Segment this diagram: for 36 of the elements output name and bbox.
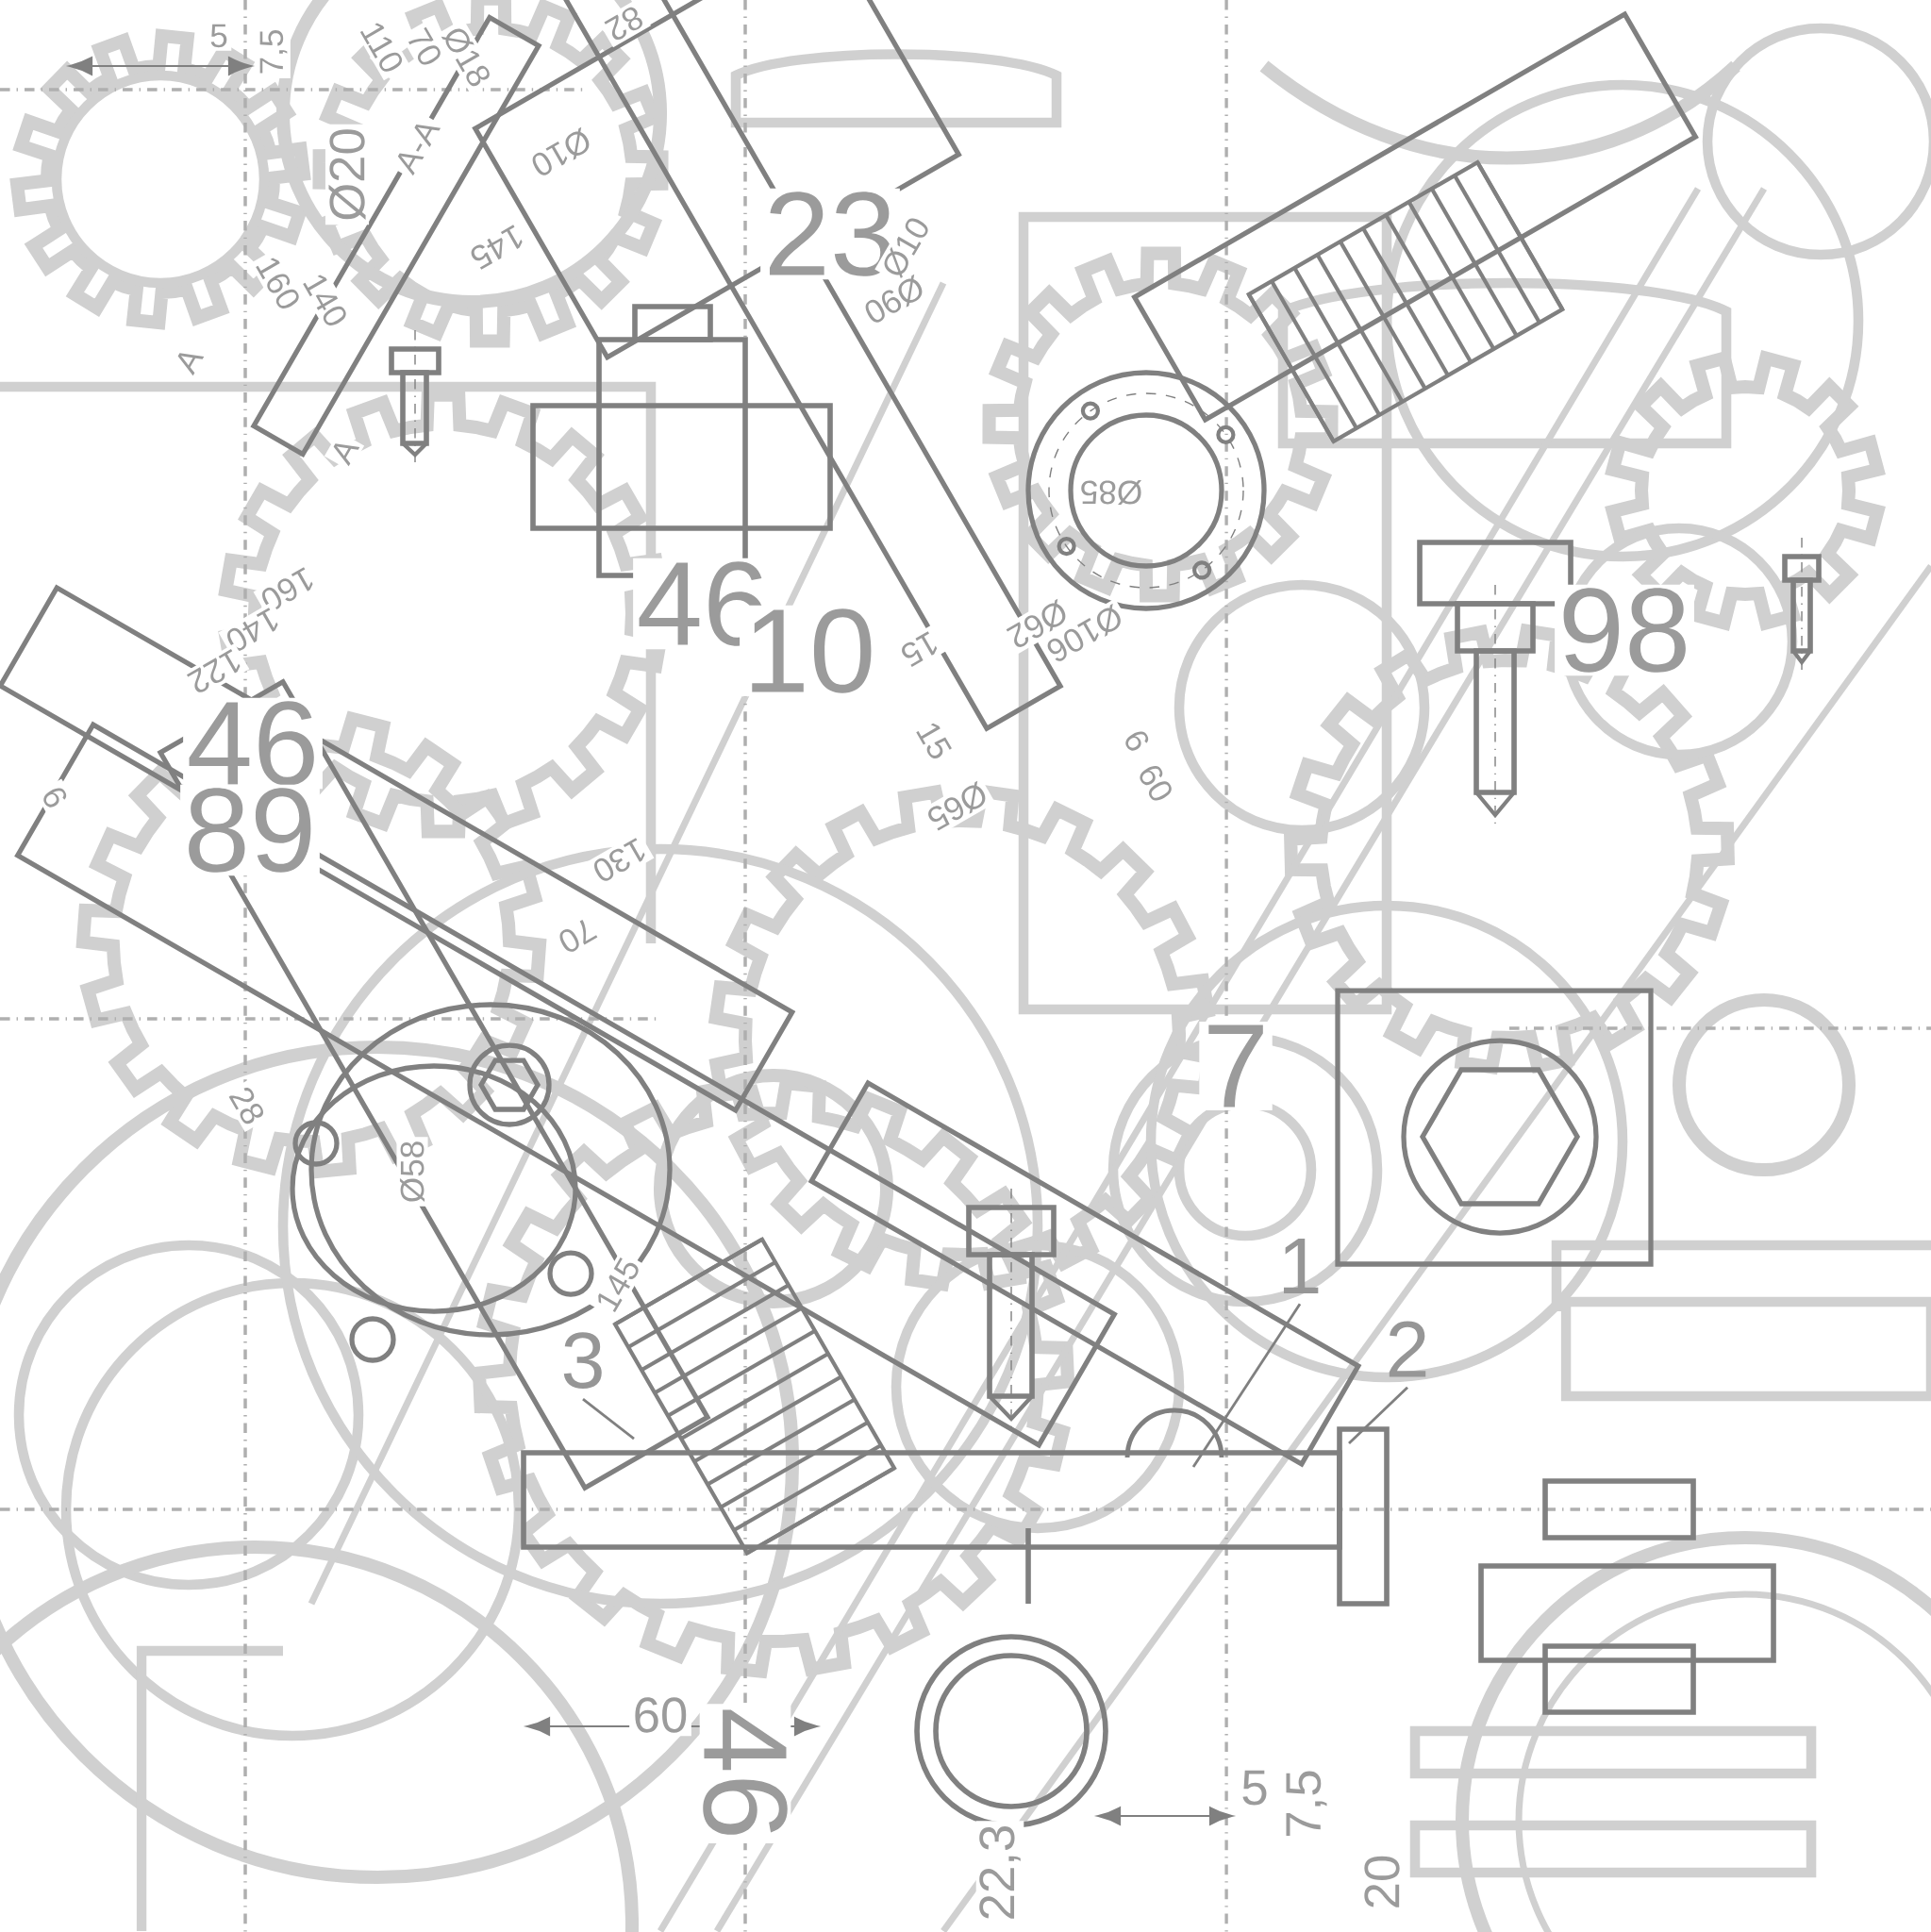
dimension-label: 5 xyxy=(1237,1767,1273,1808)
dimension-label: 20 xyxy=(1360,1851,1404,1913)
dimension-label: 28 xyxy=(223,1079,272,1132)
dimension-label: A-A xyxy=(389,111,445,181)
dimension-label: 130 xyxy=(585,831,655,890)
dimension-label: 6 xyxy=(35,778,75,816)
dimension-label: Ø10 xyxy=(523,122,600,184)
dimension-label: 89 xyxy=(180,784,320,876)
dimension-label: 6 xyxy=(1117,722,1157,759)
dimension-label: 22,3 xyxy=(975,1821,1024,1924)
dimension-label: 15 xyxy=(893,625,946,674)
dimension-label: 46 xyxy=(699,1704,791,1843)
dimension-label: Ø65 xyxy=(919,775,996,838)
dimension-label: Ø20 xyxy=(325,124,370,225)
dimension-label: Ø85 xyxy=(1076,476,1146,508)
dimension-label: 7 xyxy=(1199,1022,1273,1111)
dimension-label: 5 xyxy=(206,21,232,51)
dimension-label: 60 xyxy=(629,1693,691,1737)
dimension-label: 70 xyxy=(551,911,604,960)
dimension-label: 7,5 xyxy=(1283,1765,1331,1842)
dimension-label: 82 xyxy=(598,0,651,48)
leader-line xyxy=(1348,1386,1408,1445)
callout-number: 2 xyxy=(1389,1321,1426,1377)
leader-line xyxy=(1191,1303,1302,1468)
dimension-label: A xyxy=(168,341,209,380)
dimension-label: 98 xyxy=(1555,584,1694,676)
dimension-label: 145 xyxy=(462,218,532,276)
dimension-label: 15 xyxy=(909,714,958,767)
callout-number: 1 xyxy=(1284,1239,1319,1294)
dimension-label: 60 xyxy=(1131,757,1180,809)
leader-line xyxy=(582,1398,635,1441)
dimension-label: 7,5 xyxy=(257,25,291,78)
dimension-label: A xyxy=(324,431,365,471)
callout-number: 3 xyxy=(563,1332,602,1389)
dimension-label: 145 xyxy=(589,1250,647,1320)
dimension-label: Ø58 xyxy=(396,1137,428,1207)
